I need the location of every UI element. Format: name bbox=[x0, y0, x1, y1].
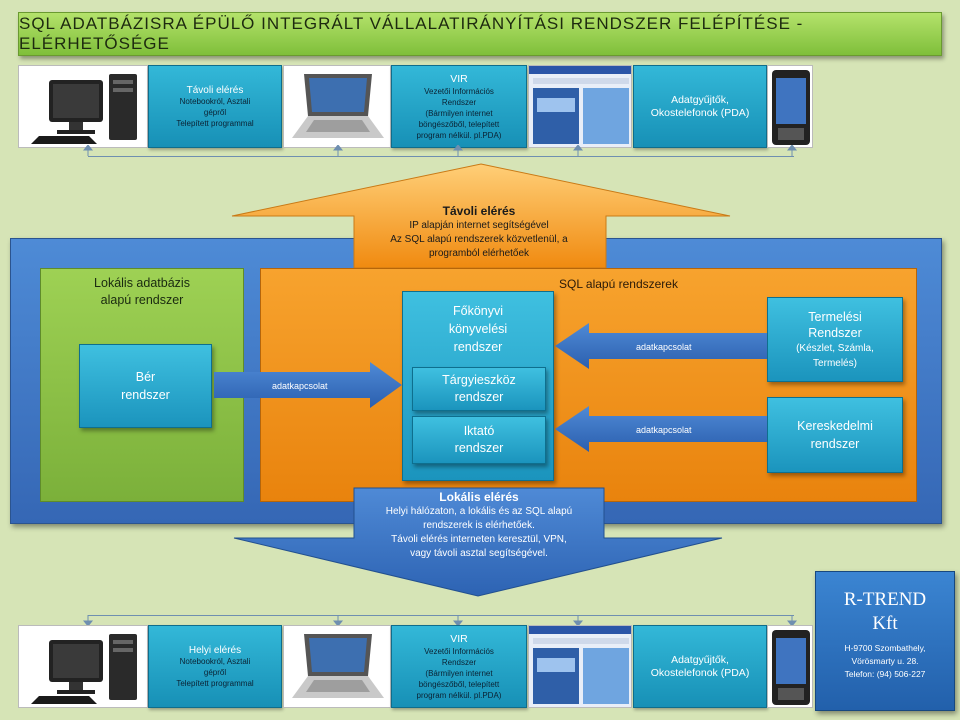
collectors-box: Adatgyűjtők, Okostelefonok (PDA) bbox=[633, 625, 767, 708]
vir-line: Rendszer bbox=[441, 97, 477, 107]
local-access-arrow bbox=[233, 487, 723, 597]
local-access-title: Helyi elérés bbox=[188, 644, 242, 656]
termelesi-sub: Termelés) bbox=[813, 357, 857, 369]
termelesi-link-arrow bbox=[555, 323, 767, 369]
laptop-image bbox=[283, 65, 391, 148]
remote-access-box: Távoli elérés Notebookról, Asztali géprő… bbox=[148, 65, 282, 148]
collectors-line: Adatgyűjtők, bbox=[671, 93, 729, 106]
vir-line: böngészőből, telepített bbox=[418, 679, 500, 689]
remote-access-title: Távoli elérés bbox=[186, 84, 244, 96]
vir-line: Rendszer bbox=[441, 657, 477, 667]
bottom-connector-line bbox=[88, 615, 794, 616]
company-suffix: Kft bbox=[872, 613, 898, 634]
browser-screenshot-image bbox=[528, 65, 632, 148]
remote-arrow-text: Távoli elérés IP alapján internet segíts… bbox=[354, 203, 604, 261]
local-arrow-title: Lokális elérés bbox=[439, 490, 519, 504]
fokonyvi-label: rendszer bbox=[453, 340, 503, 354]
pda-image bbox=[767, 65, 813, 148]
kereskedelmi-link-label: adatkapcsolat bbox=[636, 425, 692, 435]
iktato-system-box: Iktató rendszer bbox=[412, 416, 546, 464]
sql-systems-label: SQL alapú rendszerek bbox=[559, 277, 678, 291]
local-arrow-line: Távoli elérés interneten keresztül, VPN, bbox=[391, 534, 567, 545]
remote-access-line: Notebookról, Asztali bbox=[179, 96, 251, 106]
company-address: Vörösmarty u. 28. bbox=[851, 656, 919, 666]
ber-link-label: adatkapcsolat bbox=[272, 381, 328, 391]
remote-arrow-line: programból elérhetőek bbox=[428, 248, 530, 259]
local-arrow-line: rendszerek is elérhetőek. bbox=[423, 520, 535, 531]
vir-box: VIR Vezetői Információs Rendszer (Bármil… bbox=[391, 625, 527, 708]
local-db-label: alapú rendszer bbox=[100, 293, 184, 307]
iktato-label: rendszer bbox=[454, 441, 504, 455]
company-phone: Telefon: (94) 506-227 bbox=[844, 669, 926, 679]
page-title: SQL ADATBÁZISRA ÉPÜLŐ INTEGRÁLT VÁLLALAT… bbox=[18, 12, 942, 56]
top-connector-arrows bbox=[82, 145, 798, 156]
fokonyvi-label: Főkönyvi bbox=[452, 304, 504, 318]
local-access-box: Helyi elérés Notebookról, Asztali gépről… bbox=[148, 625, 282, 708]
termelesi-sub: (Készlet, Számla, bbox=[796, 342, 874, 354]
company-name: R-TREND bbox=[843, 589, 927, 610]
ber-label: Bér bbox=[135, 370, 156, 384]
browser-window-icon bbox=[529, 626, 631, 707]
collectors-box: Adatgyűjtők, Okostelefonok (PDA) bbox=[633, 65, 767, 148]
local-arrow-text: Lokális elérés Helyi hálózaton, a lokáli… bbox=[354, 489, 604, 561]
desktop-pc-image bbox=[18, 625, 148, 708]
vir-line: Vezetői Információs bbox=[424, 86, 494, 96]
vir-line: (Bármilyen internet bbox=[425, 108, 493, 118]
desktop-pc-image bbox=[18, 65, 148, 148]
remote-access-line: gépről bbox=[203, 107, 227, 117]
desktop-computer-icon bbox=[31, 634, 137, 704]
ber-link-arrow bbox=[214, 362, 402, 408]
vir-box: VIR Vezetői Információs Rendszer (Bármil… bbox=[391, 65, 527, 148]
top-connector-line bbox=[88, 156, 794, 157]
vir-line: program nélkül. pl.PDA) bbox=[416, 690, 502, 700]
vir-title: VIR bbox=[450, 72, 468, 85]
vir-line: (Bármilyen internet bbox=[425, 668, 493, 678]
local-access-line: Telepített programmal bbox=[176, 678, 254, 688]
termelesi-label: Termelési bbox=[808, 309, 862, 324]
browser-screenshot-image bbox=[528, 625, 632, 708]
termelesi-system-box: Termelési Rendszer (Készlet, Számla, Ter… bbox=[767, 297, 903, 382]
remote-access-line: Telepített programmal bbox=[176, 118, 254, 128]
laptop-icon bbox=[292, 634, 384, 698]
bottom-connector-arrows bbox=[82, 615, 798, 627]
kereskedelmi-label: rendszer bbox=[810, 437, 860, 451]
ber-label: rendszer bbox=[121, 388, 170, 402]
targyi-label: rendszer bbox=[454, 390, 504, 404]
pda-image bbox=[767, 625, 813, 708]
collectors-line: Okostelefonok (PDA) bbox=[650, 666, 750, 679]
targyi-label: Tárgyieszköz bbox=[442, 373, 516, 387]
browser-window-icon bbox=[529, 66, 631, 147]
targyi-system-box: Tárgyieszköz rendszer bbox=[412, 367, 546, 411]
smartphone-icon bbox=[772, 630, 810, 705]
laptop-icon bbox=[292, 74, 384, 138]
smartphone-icon bbox=[772, 70, 810, 145]
company-box: R-TREND Kft H-9700 Szombathely, Vörösmar… bbox=[815, 571, 955, 711]
local-arrow-line: vagy távoli asztal segítségével. bbox=[410, 548, 548, 559]
vir-line: Vezetői Információs bbox=[424, 646, 494, 656]
remote-arrow-line: Az SQL alapú rendszerek közvetlenül, a bbox=[390, 234, 568, 245]
collectors-line: Adatgyűjtők, bbox=[671, 653, 729, 666]
local-access-line: gépről bbox=[203, 667, 227, 677]
local-arrow-line: Helyi hálózaton, a lokális és az SQL ala… bbox=[385, 506, 573, 517]
fokonyvi-label: könyvelési bbox=[448, 322, 508, 336]
local-access-line: Notebookról, Asztali bbox=[179, 656, 251, 666]
kereskedelmi-label: Kereskedelmi bbox=[797, 419, 873, 433]
local-db-label: Lokális adatbázis bbox=[94, 276, 190, 290]
laptop-image bbox=[283, 625, 391, 708]
vir-title: VIR bbox=[450, 632, 468, 645]
iktato-label: Iktató bbox=[463, 424, 495, 438]
kereskedelmi-link-arrow bbox=[555, 406, 767, 452]
collectors-line: Okostelefonok (PDA) bbox=[650, 106, 750, 119]
company-address: H-9700 Szombathely, bbox=[844, 643, 926, 653]
remote-arrow-line: IP alapján internet segítségével bbox=[409, 220, 549, 231]
remote-arrow-title: Távoli elérés bbox=[442, 204, 516, 218]
termelesi-label: Rendszer bbox=[808, 325, 862, 340]
ber-system-box: Bér rendszer bbox=[79, 344, 212, 428]
desktop-computer-icon bbox=[31, 74, 137, 144]
kereskedelmi-system-box: Kereskedelmi rendszer bbox=[767, 397, 903, 473]
vir-line: böngészőből, telepített bbox=[418, 119, 500, 129]
vir-line: program nélkül. pl.PDA) bbox=[416, 130, 502, 140]
termelesi-link-label: adatkapcsolat bbox=[636, 342, 692, 352]
